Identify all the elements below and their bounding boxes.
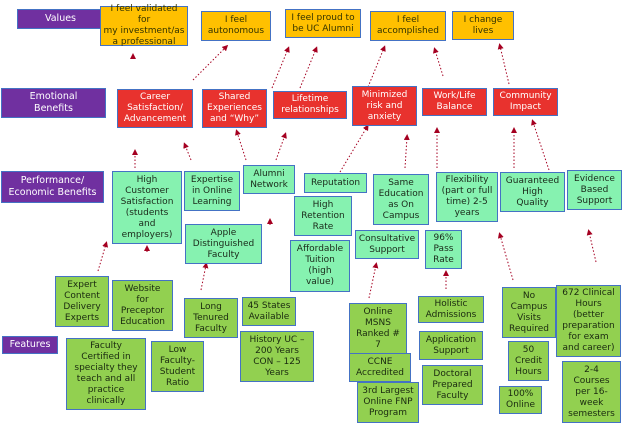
feature-application-support: Application Support xyxy=(419,331,483,360)
arrow xyxy=(200,262,209,291)
performance-reputation: Reputation xyxy=(304,173,367,193)
performance-evidence-based-support: Evidence Based Support xyxy=(567,170,622,210)
arrow xyxy=(497,43,510,85)
feature-expert-content-delivery: Expert Content Delivery Experts xyxy=(55,276,109,327)
performance-expertise-online-learning: Expertise in Online Learning xyxy=(184,171,240,211)
performance-apple-distinguished-faculty: Apple Distinguished Faculty xyxy=(185,224,262,264)
emotional-career-satisfaction: Career Satisfaction/ Advancement xyxy=(117,89,193,128)
value-accomplished: I feel accomplished xyxy=(370,11,446,41)
emotional-work-life-balance: Work/Life Balance xyxy=(422,88,487,116)
arrow xyxy=(586,229,597,263)
row-label-emotional-benefits: Emotional Benefits xyxy=(1,88,106,118)
emotional-lifetime-relationships: Lifetime relationships xyxy=(273,91,347,119)
row-label-values: Values xyxy=(17,9,104,29)
row-label-features: Features xyxy=(2,336,58,354)
arrow xyxy=(275,132,287,161)
feature-45-states: 45 States Available xyxy=(242,297,296,326)
feature-faculty-certified: Faculty Certified in specialty they teac… xyxy=(66,338,146,410)
feature-online-msns-ranked: Online MSNS Ranked # 7 xyxy=(349,303,407,355)
value-autonomous: I feel autonomous xyxy=(201,11,271,41)
arrow xyxy=(192,44,229,81)
arrow xyxy=(433,47,444,77)
emotional-shared-experiences: Shared Experiences and “Why” xyxy=(202,89,267,128)
feature-no-campus-visits: No Campus Visits Required xyxy=(502,287,556,338)
arrow xyxy=(235,129,247,161)
performance-consultative-support: Consultative Support xyxy=(355,230,419,259)
row-label-performance-economic-benefits: Performance/ Economic Benefits xyxy=(1,171,104,203)
performance-flexibility: Flexibility (part or full time) 2-5 year… xyxy=(436,172,498,222)
performance-96-pass-rate: 96% Pass Rate xyxy=(425,230,462,269)
performance-guaranteed-high-quality: Guaranteed High Quality xyxy=(500,172,565,212)
performance-same-education: Same Education as On Campus xyxy=(373,174,429,225)
arrow xyxy=(368,262,379,299)
feature-holistic-admissions: Holistic Admissions xyxy=(418,296,484,323)
arrow xyxy=(97,241,109,272)
value-change-lives: I change lives xyxy=(452,11,514,40)
feature-2-4-courses: 2-4 Courses per 16- week semesters xyxy=(562,361,621,423)
value-proud-alumni: I feel proud to be UC Alumni xyxy=(285,9,361,38)
feature-ccne-accredited: CCNE Accredited xyxy=(349,353,411,382)
arrow xyxy=(271,46,290,89)
emotional-minimized-risk: Minimized risk and anxiety xyxy=(352,86,417,126)
arrow xyxy=(531,119,550,171)
feature-website-preceptor-education: Website for Preceptor Education xyxy=(112,280,173,331)
arrow xyxy=(367,45,386,88)
arrow xyxy=(183,142,192,161)
feature-history-uc: History UC – 200 Years CON – 125 Years xyxy=(240,331,314,382)
performance-high-retention-rate: High Retention Rate xyxy=(294,196,352,236)
arrow xyxy=(497,232,514,281)
arrow xyxy=(339,124,369,173)
emotional-community-impact: Community Impact xyxy=(493,88,558,116)
arrow xyxy=(299,46,318,89)
feature-long-tenured-faculty: Long Tenured Faculty xyxy=(184,298,238,338)
feature-50-credit-hours: 50 Credit Hours xyxy=(508,341,549,381)
feature-100-online: 100% Online xyxy=(499,386,542,414)
performance-alumni-network: Alumni Network xyxy=(243,165,295,194)
feature-doctoral-prepared-faculty: Doctoral Prepared Faculty xyxy=(422,365,483,405)
feature-672-clinical-hours: 672 Clinical Hours (better preparation f… xyxy=(556,285,621,357)
performance-high-customer-satisfaction: High Customer Satisfaction (students and… xyxy=(112,171,182,244)
arrow xyxy=(403,134,410,169)
feature-3rd-largest-online-fnp: 3rd Largest Online FNP Program xyxy=(357,382,419,423)
feature-low-faculty-student-ratio: Low Faculty- Student Ratio xyxy=(151,341,204,392)
performance-affordable-tuition: Affordable Tuition (high value) xyxy=(290,240,350,292)
value-validated: I feel validated for my investment/as a … xyxy=(100,4,188,47)
